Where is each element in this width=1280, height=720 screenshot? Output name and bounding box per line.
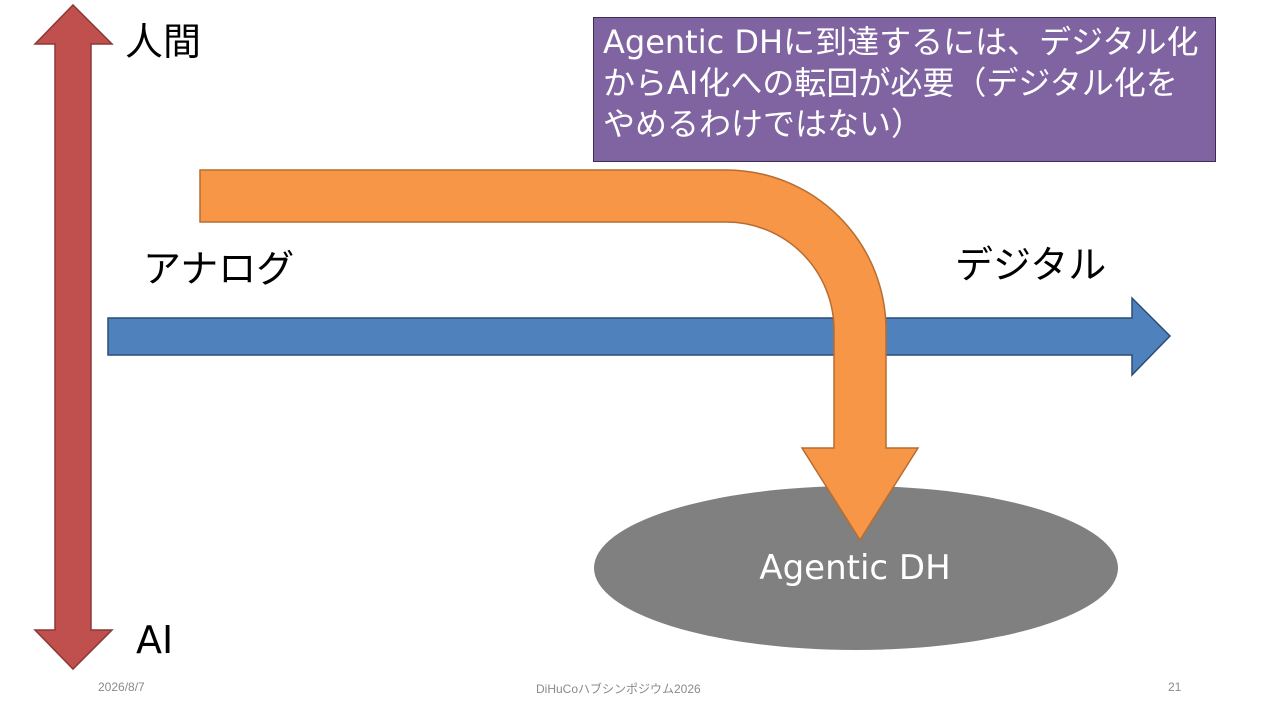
footer-date: 2026/8/7 (98, 680, 145, 694)
turning-arrow (199, 169, 920, 542)
footer-page-number: 21 (1168, 680, 1182, 694)
ai-label: AI (136, 618, 174, 662)
analog-label: アナログ (143, 247, 295, 291)
footer-event: DiHuCoハブシンポジウム2026 (536, 682, 701, 696)
human-ai-double-arrow (33, 3, 114, 671)
note-box: Agentic DHに到達するには、デジタル化からAI化への転回が必要（デジタル… (593, 17, 1216, 162)
human-label: 人間 (125, 20, 202, 64)
digital-label: デジタル (955, 243, 1107, 287)
analog-digital-arrow (107, 296, 1172, 377)
agentic-dh-ellipse (594, 486, 1118, 650)
agentic-dh-label: Agentic DH (759, 548, 951, 588)
